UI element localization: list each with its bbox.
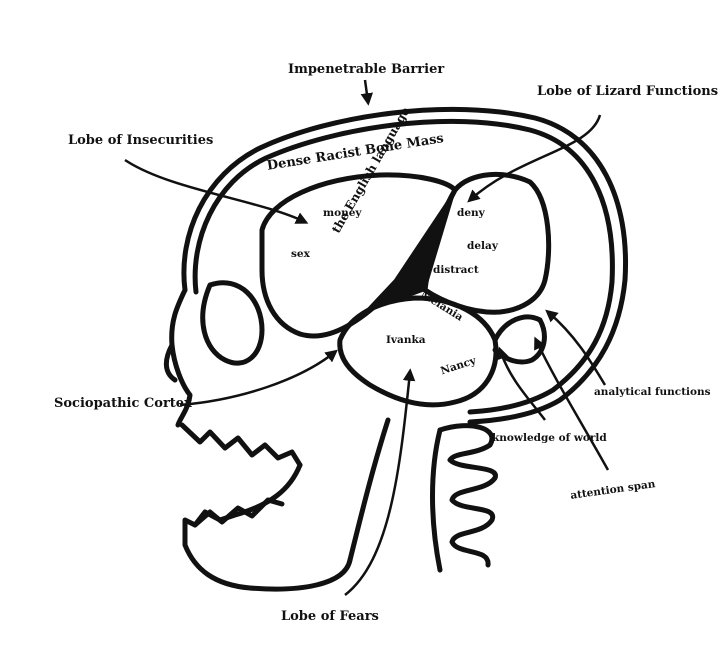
jaw-back: [347, 417, 391, 563]
lower-jaw: [182, 462, 353, 592]
arrow-barrier: [360, 79, 374, 106]
lower-lobe: [337, 295, 499, 408]
arrow-lizard: [467, 114, 602, 203]
upper-teeth: [179, 422, 303, 468]
arrow-attention: [534, 336, 610, 471]
label-lobe-insecurities: Lobe of Insecurities: [68, 133, 214, 148]
label-lobe-lizard-functions: Lobe of Lizard Functions: [537, 84, 719, 99]
arrow-fears: [344, 368, 416, 596]
dark-wedge: [364, 189, 456, 313]
label-ivanka: Ivanka: [386, 334, 426, 346]
label-impenetrable-barrier: Impenetrable Barrier: [288, 62, 445, 77]
label-money: money: [323, 207, 362, 219]
arrow-analytical: [545, 309, 607, 386]
arrow-knowledge: [496, 346, 546, 421]
arrow-insecurities: [124, 158, 309, 224]
spine-back: [430, 427, 443, 573]
label-sociopathic-cortex: Sociopathic Cortex: [54, 396, 192, 411]
label-distract: distract: [433, 264, 479, 276]
label-analytical-functions: analytical functions: [594, 386, 711, 398]
spine: [437, 423, 498, 568]
skull-outer-line: [181, 106, 629, 425]
label-delay: delay: [467, 240, 498, 252]
face-outline: [169, 287, 193, 428]
eye-socket: [200, 280, 265, 366]
skull-inner-line: [192, 118, 615, 415]
nasal-line: [163, 342, 178, 383]
label-deny: deny: [457, 207, 485, 219]
lower-teeth: [192, 497, 285, 528]
label-sex: sex: [291, 248, 310, 260]
label-lobe-fears: Lobe of Fears: [281, 609, 379, 624]
label-knowledge-of-world: knowledge of world: [492, 432, 607, 444]
arrow-sociopathic: [179, 349, 338, 407]
